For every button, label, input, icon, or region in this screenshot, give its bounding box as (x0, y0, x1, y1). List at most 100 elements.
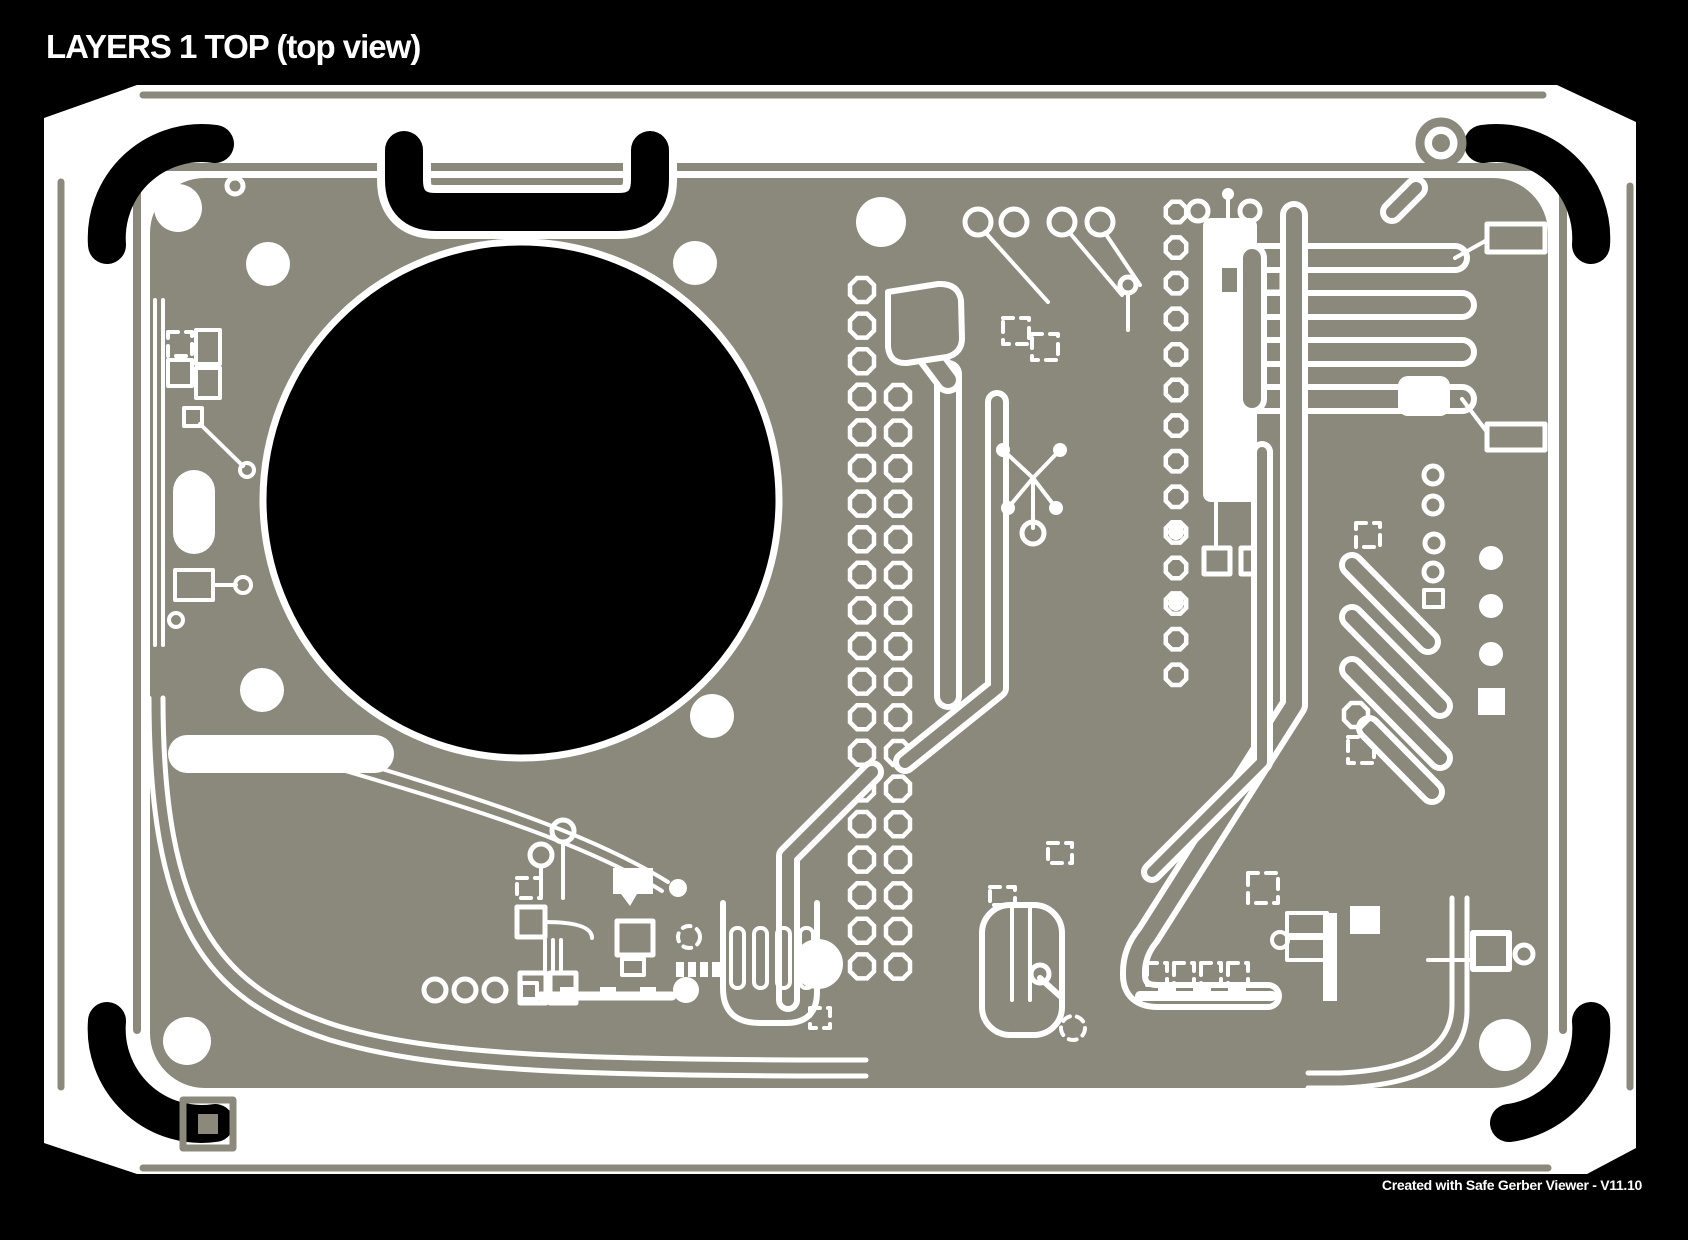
trace (1460, 397, 1489, 434)
credit-text: Created with Safe Gerber Viewer - V11.10 (1381, 1177, 1642, 1193)
connector-pad-column (847, 596, 877, 625)
mount-pad (163, 1017, 211, 1065)
via (1019, 519, 1047, 547)
via-column (1163, 662, 1189, 688)
notch-slot (385, 131, 669, 231)
via-column (1163, 626, 1189, 652)
pad (998, 206, 1030, 238)
pad (519, 981, 539, 1001)
pad (194, 328, 222, 366)
connector-slot (775, 926, 792, 990)
connector-pad-column (847, 418, 877, 447)
fiducial-ring (1415, 117, 1467, 169)
pad (1158, 986, 1176, 996)
trace (1067, 230, 1124, 297)
slot-pad (173, 470, 215, 554)
pad (1084, 206, 1116, 238)
connector-pad-column (847, 382, 877, 412)
thermal-pad (1172, 961, 1196, 987)
trace (1103, 231, 1142, 287)
pad (1398, 376, 1450, 416)
thermal-pad (166, 330, 194, 358)
pad (1046, 206, 1078, 238)
trace-loop (979, 902, 1065, 1038)
via (167, 611, 185, 629)
diagonal-trace (1345, 558, 1435, 649)
pad (451, 976, 479, 1004)
connector-pad-column (847, 667, 877, 696)
slot-pad (168, 735, 394, 773)
connector-pad-column (847, 453, 877, 483)
diagonal-trace (1362, 721, 1439, 799)
page-title: LAYERS 1 TOP (top view) (46, 28, 421, 65)
pad (1479, 594, 1503, 618)
pad (712, 962, 720, 977)
via-column (1163, 270, 1189, 296)
diagonal-trace (1345, 662, 1447, 765)
copper-pad (613, 868, 653, 906)
thermal-via (1059, 1014, 1087, 1042)
connector-outline (720, 900, 820, 1026)
via-column (1163, 591, 1189, 617)
via (1421, 560, 1445, 584)
pad (1484, 421, 1548, 453)
via (1168, 595, 1184, 611)
pad (1201, 545, 1233, 577)
via (1222, 188, 1234, 200)
pad (1350, 906, 1380, 934)
connector-pad-column (883, 489, 913, 519)
edge-trace (1305, 895, 1455, 1076)
pad (182, 406, 204, 428)
via-column (1163, 235, 1189, 261)
edge-trace (160, 695, 869, 1063)
pad (962, 206, 994, 238)
mount-pad (856, 197, 906, 247)
pad (620, 957, 646, 977)
mount-pad (673, 241, 717, 285)
connector-pad-column (883, 774, 913, 803)
via (1422, 531, 1446, 555)
via-column (1163, 484, 1189, 510)
via-column (1163, 199, 1189, 225)
via (669, 879, 687, 897)
corner-marker-tl (87, 124, 234, 264)
pad (1479, 642, 1503, 666)
connector-slot (729, 926, 746, 990)
trace-cap (673, 977, 699, 1003)
pad (481, 976, 509, 1004)
pad (676, 962, 684, 977)
connector-pad-column (883, 845, 913, 875)
copper-island (885, 280, 965, 367)
connector-pad-column (883, 881, 913, 910)
board-cutout (259, 238, 783, 762)
connector-pad-column (847, 809, 877, 839)
connector-pad-column (847, 702, 877, 732)
thermal-pad (1354, 521, 1382, 549)
connector-pad-column (883, 453, 913, 483)
trace (543, 920, 594, 940)
pad (166, 358, 194, 388)
connector-pad-column (883, 525, 913, 554)
pad (700, 962, 708, 977)
via (1270, 930, 1290, 950)
pad (1479, 546, 1503, 570)
pad (688, 962, 696, 977)
connector-pad-column (847, 311, 877, 340)
thermal-pad (1145, 961, 1169, 987)
pad (1470, 930, 1512, 972)
via (238, 461, 256, 479)
via-column (1163, 306, 1189, 332)
edge-trace (1305, 895, 1470, 1091)
thermal-pad (1030, 332, 1060, 362)
via (1053, 443, 1067, 457)
fiducial-square (179, 1096, 237, 1152)
trace (983, 230, 1050, 304)
via (1421, 493, 1445, 517)
corner-marker-tr (1464, 124, 1611, 264)
diagonal-trace (1345, 610, 1447, 713)
fiducial-dot (1432, 134, 1450, 152)
connector-pad-column (847, 845, 877, 874)
connector-pad-column (883, 631, 913, 661)
connector-pad-column (883, 952, 913, 981)
